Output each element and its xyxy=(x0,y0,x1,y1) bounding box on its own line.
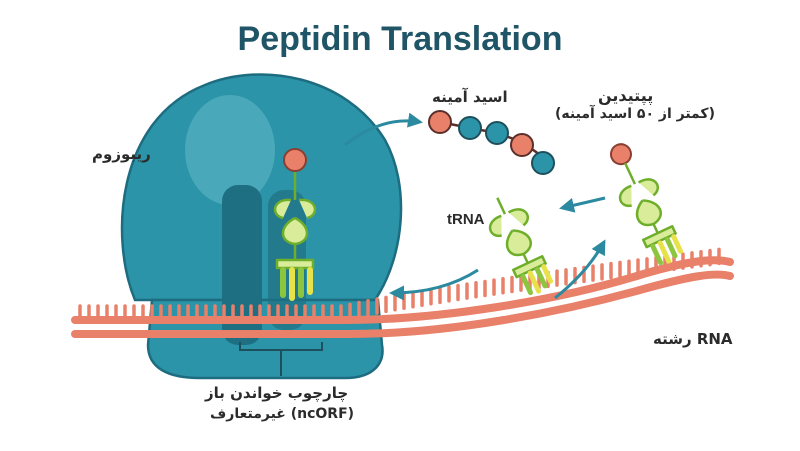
trna-charged xyxy=(609,143,684,266)
trna-in-ribosome xyxy=(273,148,317,301)
peptide-chain xyxy=(428,110,555,175)
amino-acid-1 xyxy=(428,110,452,134)
arrow-charged-to-free xyxy=(559,196,606,213)
rna-strand xyxy=(71,247,734,338)
amino-acid-3 xyxy=(485,121,509,145)
arrow-free-to-ribosome xyxy=(389,268,479,301)
rna-backbone-base xyxy=(71,270,734,338)
ribosome-large-subunit xyxy=(120,73,403,302)
ribosome-small-subunit xyxy=(146,298,384,380)
label-amino-acid: اسید آمینه xyxy=(432,88,508,106)
amino-acid-2 xyxy=(458,116,482,140)
label-ncorf-line2: غیرمتعارف (ncORF) xyxy=(210,406,355,422)
label-ribosome: ریبوزوم xyxy=(92,145,151,163)
flow-arrows xyxy=(344,112,606,301)
arrow-rna-to-charged xyxy=(554,239,606,300)
amino-acid-4 xyxy=(510,133,534,157)
amino-acid-5 xyxy=(531,151,555,175)
ncorf-bracket xyxy=(239,342,323,376)
rna-bases xyxy=(78,247,721,322)
label-rna-strand: رشته RNA xyxy=(653,330,733,348)
label-trna: tRNA xyxy=(447,211,485,228)
ribosome-highlight xyxy=(185,95,275,205)
page-title: Peptidin Translation xyxy=(237,20,563,58)
label-ncorf-line1: چارچوب خواندن باز xyxy=(205,384,349,402)
label-peptide-line1: پپتیدین xyxy=(598,86,654,105)
trna-free xyxy=(488,197,554,296)
amino-acid-bound xyxy=(283,148,307,172)
label-peptide-line2: (کمتر از ۵۰ اسید آمینه) xyxy=(555,106,715,122)
amino-acid-charged xyxy=(609,143,632,166)
arrow-ribosome-to-peptide xyxy=(344,112,423,147)
